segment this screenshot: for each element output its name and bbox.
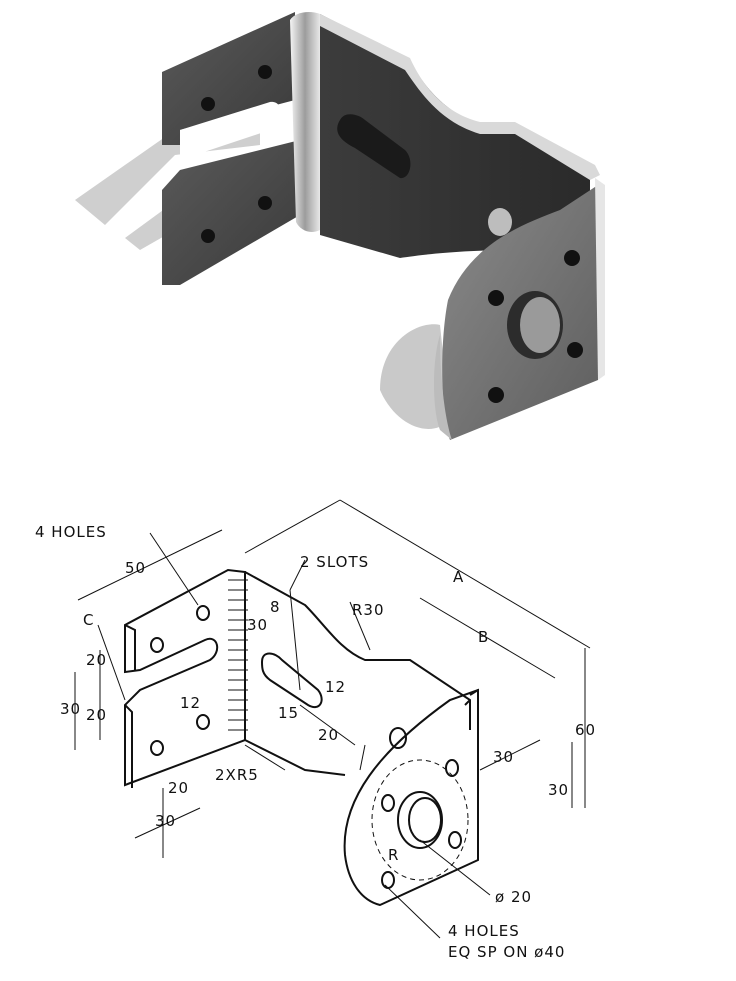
back-wall-top-edge bbox=[320, 14, 600, 180]
flange-hole-4 bbox=[488, 387, 504, 403]
label-dia-20: ø 20 bbox=[495, 888, 532, 906]
label-2xr5: 2XR5 bbox=[215, 766, 259, 784]
drawing-back-slot bbox=[260, 652, 323, 709]
drawing-left-plate bbox=[124, 568, 246, 787]
flange-center-hole-inner bbox=[520, 297, 560, 353]
left-plate-top bbox=[162, 12, 295, 145]
drawing-flange-hole-2 bbox=[381, 794, 395, 812]
label-dim-15: 15 bbox=[278, 704, 299, 722]
label-r30: R30 bbox=[352, 601, 385, 619]
left-plate-hole-2 bbox=[258, 65, 272, 79]
label-dim-20b: 20 bbox=[86, 706, 107, 724]
label-dim-20-slot: 20 bbox=[318, 726, 339, 744]
label-dim-20a: 20 bbox=[86, 651, 107, 669]
label-dim-60: 60 bbox=[575, 721, 596, 739]
label-dim-12a: 12 bbox=[180, 694, 201, 712]
label-c: C bbox=[83, 611, 94, 629]
label-4-holes-bottom-1: 4 HOLES bbox=[448, 922, 520, 940]
label-2-slots: 2 SLOTS bbox=[300, 553, 369, 571]
left-plate-hole-4 bbox=[258, 196, 272, 210]
back-wall bbox=[320, 14, 590, 258]
left-plate-slot bbox=[180, 101, 282, 160]
drawing-left-hole-2 bbox=[196, 605, 210, 621]
left-plate-hole-1 bbox=[201, 97, 215, 111]
rendered-bracket bbox=[75, 12, 605, 440]
drawing-left-plate-edge bbox=[124, 624, 136, 788]
back-wall-slot bbox=[337, 114, 411, 179]
drawing-left-hole-3 bbox=[150, 740, 164, 756]
label-4-holes-top: 4 HOLES bbox=[35, 523, 107, 541]
drawing-flange-hole-3 bbox=[448, 831, 462, 849]
drawing-back-wall bbox=[244, 571, 471, 776]
left-plate-bottom bbox=[162, 140, 300, 285]
drawing-left-hole-4 bbox=[196, 714, 210, 730]
right-flange-lower-edge bbox=[434, 335, 452, 440]
back-wall-hole bbox=[488, 208, 512, 236]
shadow-left bbox=[75, 128, 260, 225]
label-dim-30-bottom: 30 bbox=[155, 812, 176, 830]
drawing-labels: 4 HOLES 50 C 20 30 20 12 20 30 2XR5 2 SL… bbox=[35, 523, 596, 961]
left-plate-hole-3 bbox=[201, 229, 215, 243]
drawing-left-hole-1 bbox=[150, 637, 164, 653]
label-4-holes-bottom-2: EQ SP ON ø40 bbox=[448, 943, 565, 961]
label-r: R bbox=[388, 846, 399, 864]
drawing-bolt-circle bbox=[371, 759, 469, 881]
label-dim-12b: 12 bbox=[325, 678, 346, 696]
label-b: B bbox=[478, 628, 489, 646]
bend-edge bbox=[290, 12, 320, 233]
label-dim-50: 50 bbox=[125, 559, 146, 577]
label-dim-30-left: 30 bbox=[60, 700, 81, 718]
flange-hole-2 bbox=[488, 290, 504, 306]
drawing-flange-center-hole bbox=[397, 791, 443, 849]
drawing-flange-center-hole-inner bbox=[408, 797, 442, 843]
shadow-right bbox=[380, 324, 450, 429]
label-dim-20-bottom: 20 bbox=[168, 779, 189, 797]
flange-hole-3 bbox=[567, 342, 583, 358]
label-dim-30-slot: 30 bbox=[247, 616, 268, 634]
line-drawing bbox=[124, 568, 479, 907]
dimension-lines bbox=[74, 499, 591, 939]
drawing-right-flange bbox=[343, 688, 479, 907]
drawing-right-flange-edge bbox=[464, 689, 479, 706]
drawing-flange-hole-1 bbox=[445, 759, 459, 777]
drawing-tab-hole bbox=[389, 727, 407, 749]
drawing-flange-hole-4 bbox=[381, 871, 395, 889]
label-dim-30-right: 30 bbox=[548, 781, 569, 799]
label-dim-30-right-side: 30 bbox=[493, 748, 514, 766]
label-dim-8: 8 bbox=[270, 598, 281, 616]
flange-hole-1 bbox=[564, 250, 580, 266]
drawing-bend-hatch bbox=[228, 579, 248, 731]
label-a: A bbox=[453, 568, 464, 586]
right-flange-edge bbox=[595, 178, 605, 380]
